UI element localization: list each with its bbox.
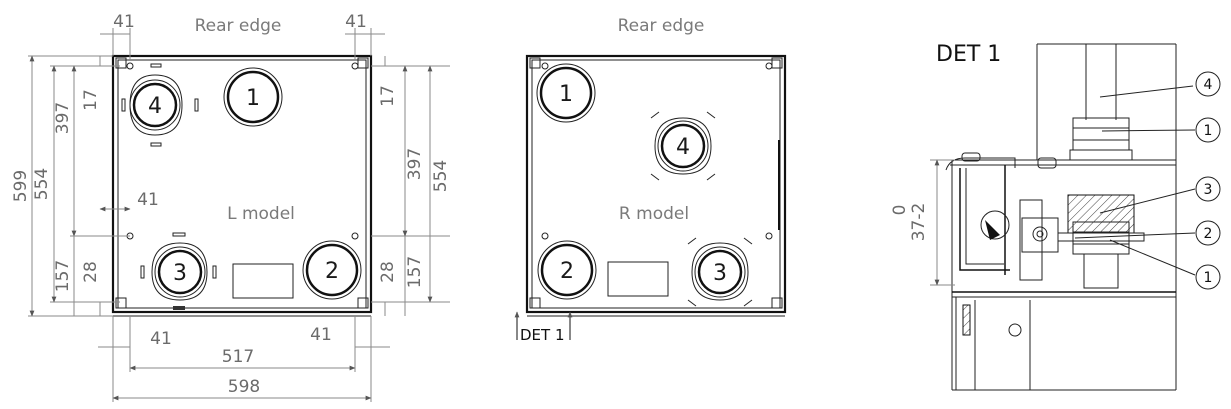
- left-port-4-label: 4: [148, 94, 162, 119]
- dim-top-right-41: 41: [345, 12, 367, 32]
- dim-554: 554: [32, 168, 52, 200]
- dim-right-157: 157: [405, 256, 425, 288]
- right-model-label: R model: [619, 204, 689, 224]
- left-port-4: 4: [121, 63, 199, 147]
- left-unit-outline: [111, 54, 373, 314]
- left-port-1-label: 1: [246, 86, 260, 111]
- detail-view: DET 1: [890, 42, 1221, 391]
- dim-bottom-left-41: 41: [150, 329, 172, 349]
- detail-dim-0: 0: [890, 205, 910, 216]
- detail-title: DET 1: [936, 42, 1001, 67]
- left-port-2: 2: [302, 240, 362, 300]
- balloon-2: 2: [1204, 226, 1213, 242]
- balloon-3: 3: [1204, 182, 1213, 198]
- right-port-4-label: 4: [676, 135, 690, 160]
- left-model-label: L model: [227, 204, 295, 224]
- right-rear-edge-label: Rear edge: [618, 16, 705, 36]
- right-port-3: 3: [687, 237, 753, 307]
- detail-dim-37-2: 37-2: [909, 203, 929, 242]
- right-port-3-label: 3: [713, 261, 727, 286]
- right-port-1: 1: [536, 63, 596, 123]
- left-label-plate: [232, 263, 294, 299]
- dim-bottom-right-41: 41: [310, 325, 332, 345]
- dim-599: 599: [11, 170, 31, 202]
- left-port-3-label: 3: [173, 261, 187, 286]
- right-unit-outline: [525, 54, 787, 314]
- dim-right-554: 554: [431, 160, 451, 192]
- right-port-4: 4: [650, 111, 716, 181]
- balloon-1-top: 1: [1204, 123, 1213, 139]
- dim-right-17: 17: [378, 85, 398, 107]
- left-unit-inner: [117, 59, 367, 309]
- right-port-2: 2: [537, 240, 597, 300]
- dim-17: 17: [81, 89, 101, 111]
- left-view: Rear edge 4 1: [11, 12, 451, 402]
- dim-397: 397: [53, 102, 73, 134]
- right-view: Rear edge 1 4 2: [514, 16, 787, 344]
- left-rear-edge-label: Rear edge: [195, 16, 282, 36]
- left-port-1: 1: [223, 67, 283, 127]
- dim-28: 28: [81, 261, 101, 283]
- right-port-1-label: 1: [559, 82, 573, 107]
- dim-mid-41: 41: [137, 190, 159, 210]
- dim-157: 157: [53, 260, 73, 292]
- left-port-3: 3: [140, 232, 217, 310]
- left-port-2-label: 2: [325, 259, 339, 284]
- dim-right-397: 397: [405, 148, 425, 180]
- dim-right-28: 28: [378, 261, 398, 283]
- dim-598: 598: [228, 377, 260, 397]
- right-port-2-label: 2: [560, 259, 574, 284]
- dim-517: 517: [222, 347, 254, 367]
- dim-top-left-41: 41: [113, 12, 135, 32]
- right-label-plate: [607, 261, 669, 297]
- balloon-4: 4: [1204, 77, 1213, 93]
- balloon-1-bottom: 1: [1204, 270, 1213, 286]
- det1-callout: DET 1: [520, 326, 565, 344]
